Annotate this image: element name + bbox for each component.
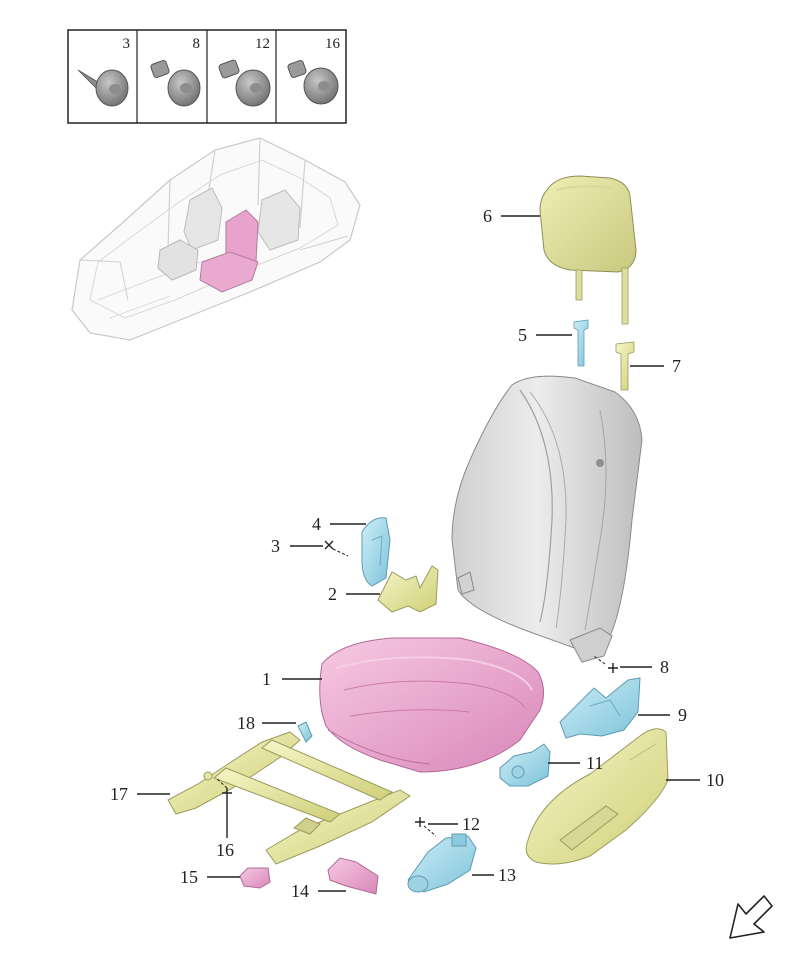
- bolt-16-icon: [287, 60, 339, 105]
- fastener-table: 3 8 12 16: [67, 29, 347, 124]
- fastener-label-16: 16: [325, 36, 341, 52]
- seat-cushion: [319, 637, 544, 773]
- adjuster-motor: [407, 833, 477, 893]
- screw-8-marker: [593, 655, 618, 673]
- cushion-side-bracket: [377, 565, 439, 613]
- screw-16-marker: [215, 777, 232, 798]
- screw-3-marker: [324, 540, 349, 557]
- callout-2: 2: [328, 584, 337, 604]
- fastener-label-8: 8: [193, 36, 201, 52]
- bolt-8-icon: [150, 60, 201, 107]
- screw-3-icon: [77, 69, 129, 107]
- vehicle-location-thumbnail: [71, 137, 361, 341]
- clip-15: [239, 867, 271, 889]
- headrest: [539, 175, 637, 325]
- callout-9: 9: [678, 705, 687, 725]
- connector-bracket: [327, 857, 379, 895]
- callout-12: 12: [462, 814, 480, 834]
- fastener-label-3: 3: [123, 36, 131, 52]
- clip-18: [297, 721, 313, 743]
- callout-6: 6: [483, 206, 492, 226]
- callout-13: 13: [498, 865, 516, 885]
- callout-16: 16: [216, 840, 234, 860]
- callout-8: 8: [660, 657, 669, 677]
- callout-1: 1: [262, 669, 271, 689]
- trim-bracket: [361, 517, 391, 587]
- side-bracket: [559, 677, 641, 739]
- bolt-12-icon: [218, 59, 271, 107]
- fastener-label-12: 12: [255, 36, 270, 52]
- seat-frame: [167, 731, 411, 865]
- leader-lines: [137, 215, 700, 892]
- callout-10: 10: [706, 770, 724, 790]
- callout-18: 18: [237, 713, 255, 733]
- callout-14: 14: [291, 881, 309, 901]
- screw-markers: [215, 540, 618, 837]
- callout-17: 17: [110, 784, 128, 804]
- direction-arrow-icon: [729, 895, 773, 939]
- headrest-guide-right: [615, 341, 635, 391]
- seat-backrest: [451, 375, 643, 663]
- callout-11: 11: [586, 753, 603, 773]
- callout-7: 7: [672, 356, 681, 376]
- callout-5: 5: [518, 325, 527, 345]
- screw-12-marker: [415, 817, 437, 837]
- headrest-guide-left: [573, 319, 589, 367]
- highlighted-seat-location: [199, 209, 259, 293]
- side-trim-panel: [525, 728, 669, 865]
- callout-labels: 1 2 3 4 5 6 7 8 9 10 11 12 13 14 15 16 1…: [110, 206, 724, 901]
- callout-3: 3: [271, 536, 280, 556]
- callout-4: 4: [312, 514, 321, 534]
- adjuster-motor-small: [499, 743, 551, 787]
- callout-15: 15: [180, 867, 198, 887]
